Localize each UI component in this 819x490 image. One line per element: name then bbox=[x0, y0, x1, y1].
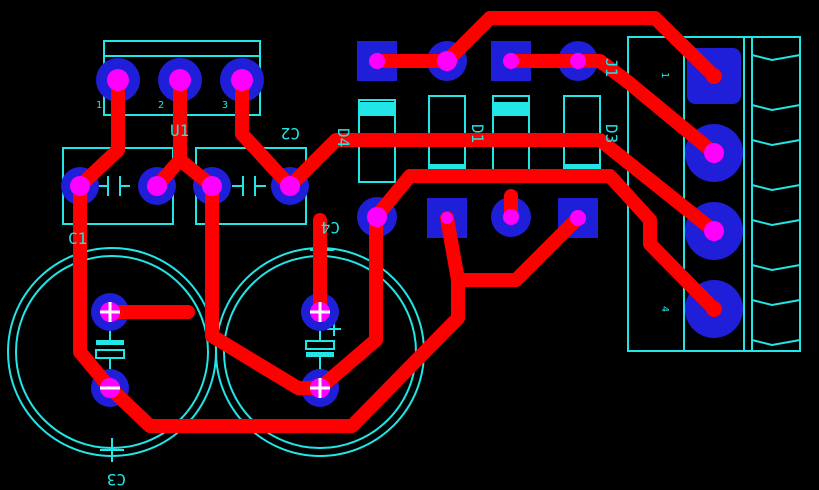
pad-holes bbox=[70, 51, 724, 398]
j1-outline bbox=[627, 36, 801, 352]
u1-label: U1 bbox=[170, 121, 189, 140]
j1-pin1-label: 1 bbox=[659, 72, 670, 78]
d4-label: D4 bbox=[334, 128, 353, 147]
u1-pin3-label: 3 bbox=[222, 100, 228, 111]
j1-label: J1 bbox=[602, 58, 621, 77]
c4-label: C4 bbox=[321, 218, 340, 237]
u1-pin2-label: 2 bbox=[158, 100, 164, 111]
c1-label: C1 bbox=[68, 229, 87, 248]
u1-pin1-label: 1 bbox=[96, 100, 102, 111]
copper-traces bbox=[73, 11, 721, 433]
d1-label: D1 bbox=[468, 124, 487, 143]
j1-pin4-label: 4 bbox=[659, 306, 670, 312]
c3-outline bbox=[7, 247, 217, 462]
c3-label: C3 bbox=[107, 470, 126, 489]
polarity-marks bbox=[100, 302, 330, 398]
c2-label: C2 bbox=[281, 124, 300, 143]
d3-label: D3 bbox=[602, 124, 621, 143]
